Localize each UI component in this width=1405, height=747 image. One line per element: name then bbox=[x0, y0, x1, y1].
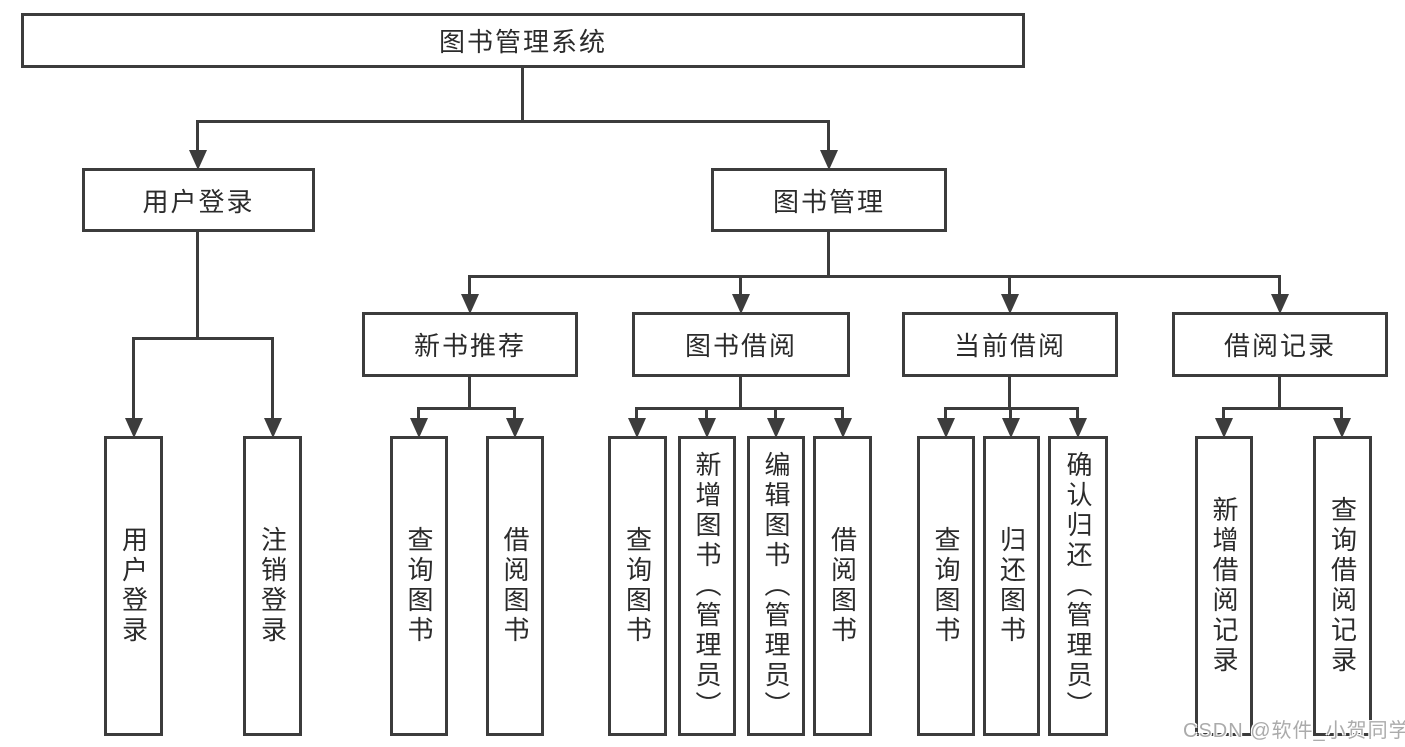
arrowhead-down-icon bbox=[628, 418, 646, 438]
connector-section-stub bbox=[1278, 377, 1281, 410]
arrowhead-down-icon bbox=[1333, 418, 1351, 438]
connector-arrow-stem bbox=[739, 275, 742, 296]
leaf-user-login: 用户登录 bbox=[104, 436, 163, 736]
connector-section-hline bbox=[635, 407, 844, 410]
connector-section-stub bbox=[739, 377, 742, 410]
arrowhead-down-icon bbox=[1002, 418, 1020, 438]
connector-arrow-stem bbox=[944, 407, 947, 420]
node-book-management: 图书管理 bbox=[711, 168, 947, 232]
leaf-borrow-books-recommend: 借阅图书 bbox=[486, 436, 544, 736]
connector-userlogin-hline bbox=[132, 337, 274, 340]
leaf-query-books-borrowing: 查询图书 bbox=[608, 436, 667, 736]
arrowhead-down-icon bbox=[1271, 294, 1289, 314]
connector-mgmt-stub bbox=[827, 232, 830, 278]
arrowhead-down-icon bbox=[820, 150, 838, 170]
node-user-login: 用户登录 bbox=[82, 168, 315, 232]
connector-root-hline bbox=[196, 120, 830, 123]
arrowhead-down-icon bbox=[461, 294, 479, 314]
connector-arrow-stem bbox=[774, 407, 777, 420]
arrowhead-down-icon bbox=[410, 418, 428, 438]
arrowhead-down-icon bbox=[834, 418, 852, 438]
connector-arrow-stem bbox=[1340, 407, 1343, 420]
connector-section-hline bbox=[1222, 407, 1343, 410]
connector-arrow-stem bbox=[841, 407, 844, 420]
connector-arrow-user-stem bbox=[196, 120, 199, 152]
arrowhead-down-icon bbox=[506, 418, 524, 438]
node-new-book-recommend: 新书推荐 bbox=[362, 312, 578, 377]
leaf-confirm-return-admin: 确认归还（管理员） bbox=[1048, 436, 1108, 736]
connector-arrow-stem bbox=[271, 337, 274, 420]
connector-arrow-stem bbox=[468, 275, 471, 296]
leaf-query-books-current: 查询图书 bbox=[917, 436, 975, 736]
leaf-query-borrow-record: 查询借阅记录 bbox=[1313, 436, 1372, 736]
connector-arrow-stem bbox=[705, 407, 708, 420]
connector-arrow-stem bbox=[635, 407, 638, 420]
connector-arrow-stem bbox=[1008, 275, 1011, 296]
arrowhead-down-icon bbox=[698, 418, 716, 438]
arrowhead-down-icon bbox=[125, 418, 143, 438]
arrowhead-down-icon bbox=[1069, 418, 1087, 438]
leaf-logout: 注销登录 bbox=[243, 436, 302, 736]
arrowhead-down-icon bbox=[732, 294, 750, 314]
arrowhead-down-icon bbox=[264, 418, 282, 438]
connector-userlogin-stub bbox=[196, 232, 199, 340]
connector-root-stub bbox=[521, 68, 524, 123]
node-book-borrowing: 图书借阅 bbox=[632, 312, 850, 377]
leaf-edit-book-admin: 编辑图书（管理员） bbox=[747, 436, 805, 736]
arrowhead-down-icon bbox=[767, 418, 785, 438]
connector-arrow-stem bbox=[417, 407, 420, 420]
connector-arrow-stem bbox=[132, 337, 135, 420]
arrowhead-down-icon bbox=[937, 418, 955, 438]
leaf-add-book-admin: 新增图书（管理员） bbox=[678, 436, 736, 736]
leaf-query-books-recommend: 查询图书 bbox=[390, 436, 448, 736]
connector-arrow-stem bbox=[1222, 407, 1225, 420]
connector-arrow-stem bbox=[513, 407, 516, 420]
connector-mgmt-hline bbox=[468, 275, 1281, 278]
connector-section-hline bbox=[417, 407, 516, 410]
leaf-add-borrow-record: 新增借阅记录 bbox=[1195, 436, 1253, 736]
leaf-borrow-books-borrowing: 借阅图书 bbox=[813, 436, 872, 736]
connector-arrow-mgmt-stem bbox=[827, 120, 830, 152]
connector-arrow-stem bbox=[1278, 275, 1281, 296]
arrowhead-down-icon bbox=[189, 150, 207, 170]
connector-arrow-stem bbox=[1009, 407, 1012, 420]
leaf-return-books: 归还图书 bbox=[983, 436, 1040, 736]
connector-section-stub bbox=[468, 377, 471, 410]
node-root: 图书管理系统 bbox=[21, 13, 1025, 68]
node-borrowing-records: 借阅记录 bbox=[1172, 312, 1388, 377]
arrowhead-down-icon bbox=[1215, 418, 1233, 438]
arrowhead-down-icon bbox=[1001, 294, 1019, 314]
connector-arrow-stem bbox=[1076, 407, 1079, 420]
node-current-borrowing: 当前借阅 bbox=[902, 312, 1118, 377]
csdn-watermark: CSDN @软件_小贺同学 bbox=[1183, 720, 1405, 742]
connector-section-stub bbox=[1008, 377, 1011, 410]
